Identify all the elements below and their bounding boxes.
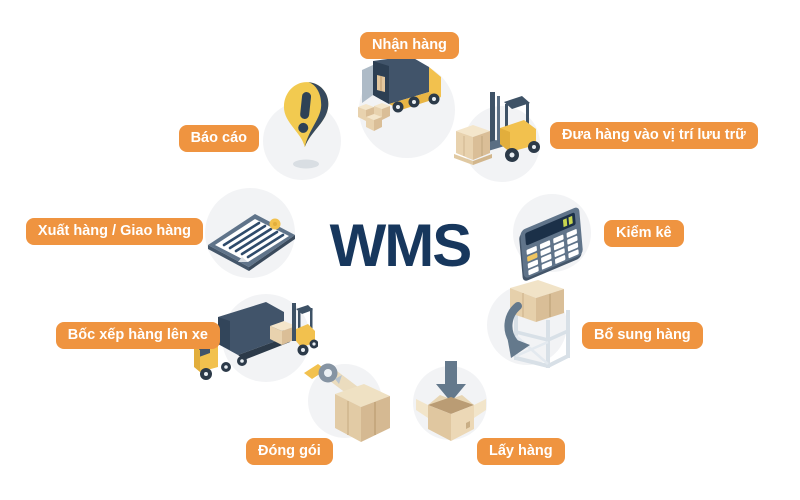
label-xuat-hang: Xuất hàng / Giao hàng [25, 218, 203, 246]
label-kiem-ke: Kiểm kê [604, 220, 684, 248]
alert-pin-icon [283, 82, 329, 169]
open-box-down-arrow-icon [416, 361, 486, 441]
calculator-icon [519, 207, 583, 281]
label-boc-xep: Bốc xếp hàng lên xe [55, 322, 220, 350]
forklift-pallet-icon [454, 92, 540, 165]
label-bao-cao: Báo cáo [178, 125, 259, 153]
clipboard-checklist-icon [208, 214, 295, 271]
label-lay-hang: Lấy hàng [477, 438, 565, 466]
label-dua-hang: Đưa hàng vào vị trí lưu trữ [550, 122, 758, 150]
rack-restock-arrow-icon [504, 280, 570, 369]
label-bo-sung: Bổ sung hàng [582, 322, 703, 350]
tape-dispenser-box-icon [304, 363, 390, 442]
label-dong-goi: Đóng gói [246, 438, 333, 466]
wms-wordmark: WMS [329, 212, 473, 279]
delivery-truck-icon [358, 56, 441, 131]
label-nhan-hang: Nhận hàng [360, 32, 459, 60]
